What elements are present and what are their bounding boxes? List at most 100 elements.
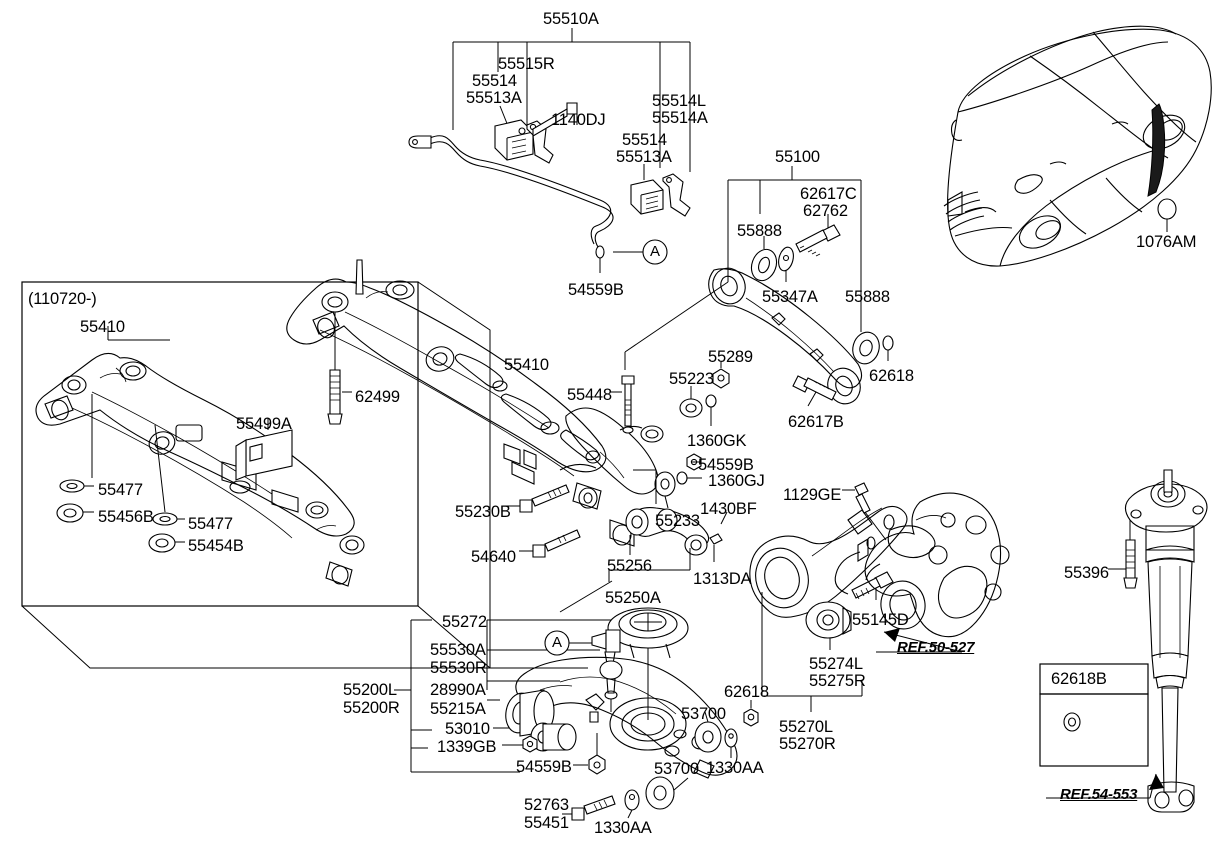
callout-a-top: [595, 239, 668, 273]
label-55448: 55448: [567, 386, 612, 404]
label-53010: 53010: [445, 720, 490, 738]
vehicle-illustration: [943, 25, 1212, 267]
label-55275r: 55275R: [809, 672, 866, 690]
label-ref-50-527: REF.50-527: [897, 639, 975, 656]
bracket-55514l: [662, 173, 691, 217]
label-1339gb: 1339GB: [437, 738, 497, 756]
label-55233: 55233: [655, 512, 700, 530]
label-55514-a: 55514: [472, 72, 517, 90]
label-52763: 52763: [524, 796, 569, 814]
label-55451: 55451: [524, 814, 569, 832]
label-55223: 55223: [669, 370, 714, 388]
arrow-ref-50-527: [876, 628, 963, 653]
label-55513a-a: 55513A: [466, 89, 522, 107]
label-55888-left: 55888: [737, 222, 782, 240]
label-62617b: 62617B: [788, 413, 844, 431]
label-55215a: 55215A: [430, 700, 486, 718]
label-55513a-b: 55513A: [616, 148, 672, 166]
label-55289: 55289: [708, 348, 753, 366]
label-55256: 55256: [607, 557, 652, 575]
bolt-62499: [327, 312, 352, 425]
label-55530r: 55530R: [430, 659, 487, 677]
inset-bushings: [56, 394, 185, 553]
label-inset-date: (110720-): [28, 290, 97, 308]
bolt-55230b: [505, 484, 570, 513]
washer-55223: [679, 386, 717, 426]
bolt-1140dj: [532, 102, 578, 137]
assist-arm-55100: [708, 267, 863, 405]
nut-54559b-bottom: [588, 733, 606, 775]
bushing-55888-right: [852, 284, 894, 365]
label-55347a: 55347A: [762, 288, 818, 306]
bolt-55396: [1108, 520, 1138, 589]
bracket-55510a: [452, 28, 691, 172]
label-55270l: 55270L: [779, 718, 833, 736]
label-62499: 62499: [355, 388, 400, 406]
link-55250a: [608, 507, 710, 582]
bracket-55499a: [235, 418, 293, 481]
label-55515r: 55515R: [498, 55, 555, 73]
label-55456b: 55456B: [98, 508, 154, 526]
bushing-55888-left: [750, 236, 794, 282]
label-1129ge: 1129GE: [783, 486, 842, 504]
label-55888-right: 55888: [845, 288, 890, 306]
label-55514l: 55514L: [652, 92, 706, 110]
label-55396: 55396: [1064, 564, 1109, 582]
label-1076am: 1076AM: [1136, 233, 1197, 251]
bushing-53700-bottom: [624, 776, 689, 819]
label-1330aa-a: 1330AA: [594, 819, 652, 837]
label-55499a: 55499A: [236, 415, 292, 433]
main-subframe-55410: [286, 278, 664, 547]
bushing-right: [630, 179, 664, 215]
bracket-55200l: [394, 619, 520, 773]
bolt-1129ge: [842, 482, 887, 541]
label-1360gj: 1360GJ: [708, 472, 765, 490]
pin-1430bf: [709, 511, 728, 562]
label-54640: 54640: [471, 548, 516, 566]
label-62618b: 62618B: [1051, 670, 1107, 688]
bolt-52763: [562, 795, 616, 821]
bracket-55270l: [761, 592, 863, 712]
label-62617c: 62617C: [800, 185, 857, 203]
bolt-62617c: [795, 214, 841, 257]
shock-absorber: [1124, 469, 1208, 813]
label-55274l: 55274L: [809, 655, 863, 673]
label-55145d: 55145D: [852, 611, 909, 629]
label-callout-a-top: A: [650, 243, 660, 260]
label-55270r: 55270R: [779, 735, 836, 753]
fasteners-mid: [676, 453, 702, 485]
label-1330aa-b: 1330AA: [706, 759, 764, 777]
label-1313da: 1313DA: [693, 570, 752, 588]
label-55510a: 55510A: [543, 10, 599, 28]
trailing-arm-55270: [749, 505, 908, 650]
label-55410-main: 55410: [504, 356, 549, 374]
inset-frame: [21, 281, 419, 607]
label-53700-a: 53700: [654, 760, 699, 778]
label-55200r: 55200R: [343, 699, 400, 717]
nut-55289: [712, 362, 730, 389]
label-55514-b: 55514: [622, 131, 667, 149]
bolt-54640: [519, 529, 581, 558]
bushing-left: [494, 119, 534, 161]
label-55100: 55100: [775, 148, 820, 166]
bolt-62617b: [792, 375, 837, 407]
label-55514a: 55514A: [652, 109, 708, 127]
label-55477-b: 55477: [188, 515, 233, 533]
label-55477-a: 55477: [98, 481, 143, 499]
label-54559b-mid: 54559B: [698, 456, 754, 474]
label-55454b: 55454B: [188, 537, 244, 555]
bolt-55145d: [851, 571, 894, 600]
label-55272: 55272: [442, 613, 487, 631]
label-55250a: 55250A: [605, 589, 661, 607]
label-55200l: 55200L: [343, 681, 397, 699]
label-54559b-top: 54559B: [568, 281, 624, 299]
label-55230b: 55230B: [455, 503, 511, 521]
label-1140dj: 1140DJ: [551, 111, 606, 129]
label-55530a: 55530A: [430, 641, 486, 659]
label-1430bf: 1430BF: [700, 500, 757, 518]
arrow-ref-54-553: [1046, 773, 1164, 799]
label-ref-54-553: REF.54-553: [1060, 786, 1138, 803]
boxed-part-62618b: [1039, 663, 1149, 767]
spring-pad-55250a: [607, 607, 689, 720]
